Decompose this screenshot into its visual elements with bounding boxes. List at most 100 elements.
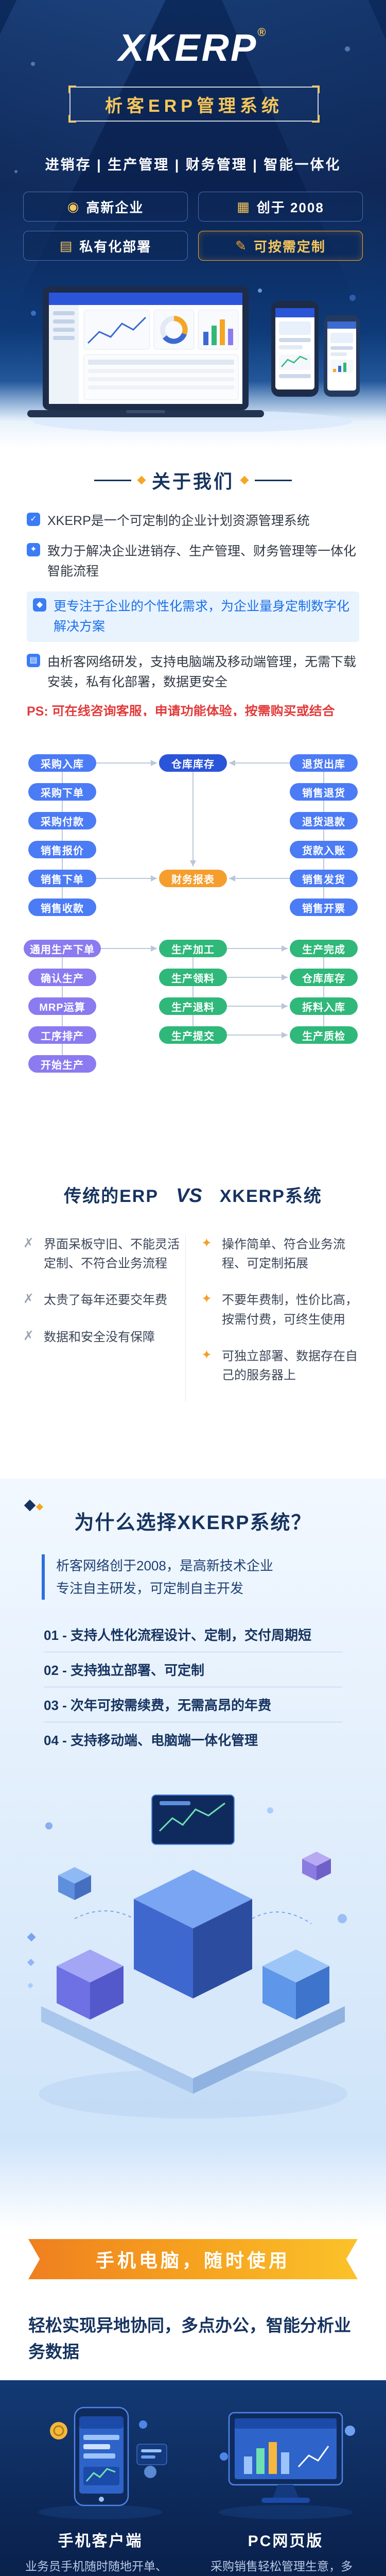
comparison-section: 传统的ERP VS XKERP系统 ✗ 界面呆板守旧、不能灵活定制、不符合业务流… (0, 1149, 386, 1479)
flow-node: 确认生产 (28, 969, 96, 986)
server-icon: ▤ (27, 653, 40, 667)
decor-line (255, 479, 292, 481)
flow-node: 生产完成 (290, 940, 358, 957)
brand-logo-text: XKERP (118, 26, 258, 69)
badge-label: 私有化部署 (79, 239, 152, 255)
vs-left-item: ✗ 数据和安全没有保障 (23, 1328, 185, 1347)
about-section-header: 关于我们 (27, 467, 359, 494)
badge-label: 可按需定制 (253, 239, 326, 255)
pc-web-card: PC网页版 采购销售轻松管理生意，多维报表分析业务数据 (201, 2395, 371, 2576)
why-item: 03 - 次年可按需续费，无需高昂的年费 (44, 1687, 342, 1723)
pc-web-desc: 采购销售轻松管理生意，多维报表分析业务数据 (210, 2560, 353, 2573)
vs-item-text: 界面呆板守旧、不能灵活定制、不符合业务流程 (44, 1238, 180, 1271)
flow-node: 货款入账 (290, 841, 358, 858)
diamond-icon (24, 1499, 36, 1512)
why-intro-line2: 专注自主研发，可定制自主开发 (56, 1581, 244, 1597)
registered-mark: ® (257, 26, 268, 39)
flow-node: 退货退款 (290, 812, 358, 829)
diamond-icon (36, 1503, 44, 1511)
about-item: ✦ 致力于解决企业进销存、生产管理、财务管理等一体化智能流程 (27, 541, 359, 582)
diamond-icon: ◆ (33, 598, 46, 612)
vs-left-item: ✗ 太贵了每年还要交年费 (23, 1291, 185, 1310)
comparison-title-right: XKERP系统 (219, 1187, 322, 1206)
ribbon-title: 手机电脑，随时使用 (95, 2250, 290, 2271)
hero-tagline: 进销存 | 生产管理 | 财务管理 | 智能一体化 (45, 157, 341, 173)
check-icon: ✓ (27, 513, 40, 526)
flow-node: 销售退货 (290, 783, 358, 801)
page-title: 析客ERP管理系统 (105, 96, 283, 116)
mobile-client-title: 手机客户端 (58, 2533, 143, 2550)
flow-node: 生产提交 (159, 1026, 227, 1044)
flow-node: MRP运算 (28, 997, 96, 1015)
cross-icon: ✗ (23, 1328, 34, 1343)
about-section: 关于我们 ✓ XKERP是一个可定制的企业计划资源管理系统 ✦ 致力于解决企业进… (0, 448, 386, 738)
about-item-text: XKERP是一个可定制的企业计划资源管理系统 (47, 514, 310, 528)
about-item-text: 更专注于企业的个性化需求，为企业量身定制数字化解决方案 (54, 599, 350, 634)
vs-item-text: 数据和安全没有保障 (44, 1330, 155, 1344)
flow-node: 通用生产下单 (24, 940, 101, 957)
comparison-columns: ✗ 界面呆板守旧、不能灵活定制、不符合业务流程 ✗ 太贵了每年还要交年费 ✗ 数… (23, 1235, 386, 1403)
flow-node: 退货出库 (290, 754, 358, 772)
ribbon-zone: 手机电脑，随时使用 (0, 2231, 386, 2293)
flow-node: 生产加工 (159, 940, 227, 957)
badge-label: 创于 2008 (256, 199, 324, 215)
flowchart-section: 采购入库 采购下单 采购付款 销售报价 销售下单 销售收款 仓库库存 财务报表 … (0, 716, 386, 1149)
client-cards: 手机客户端 业务员手机随时随地开单、轻松管理客户、销售情况一目了然 (0, 2395, 386, 2576)
clients-section: 手机客户端 业务员手机随时随地开单、轻松管理客户、销售情况一目了然 (0, 2380, 386, 2576)
badge-label: 高新企业 (86, 199, 144, 215)
corner-accent (312, 86, 320, 93)
flow-node: 销售发货 (290, 870, 358, 887)
devices-illustration (27, 286, 360, 433)
flow-node: 销售收款 (28, 899, 96, 916)
cross-icon: ✗ (23, 1236, 34, 1250)
flow-node: 财务报表 (159, 870, 227, 887)
decor-line (94, 479, 131, 481)
why-intro: 析客网络创于2008，是高新技术企业 专注自主研发，可定制自主开发 (42, 1554, 344, 1600)
vs-item-text: 不要年费制，性价比高，按需付费，可终生使用 (222, 1293, 358, 1327)
flow-node: 生产质检 (290, 1026, 358, 1044)
vs-right-item: ✦ 操作简单、符合业务流程、可定制拓展 (201, 1235, 363, 1273)
comparison-title: 传统的ERP VS XKERP系统 (0, 1182, 386, 1207)
flow-node: 生产退料 (159, 997, 227, 1015)
diamond-icon (240, 476, 249, 485)
flow-node: 仓库库存 (159, 754, 227, 772)
hero-title-box: 析客ERP管理系统 (68, 86, 320, 123)
pc-web-title: PC网页版 (248, 2533, 324, 2550)
flow-node: 采购付款 (28, 812, 96, 829)
vs-right-item: ✦ 不要年费制，性价比高，按需付费，可终生使用 (201, 1291, 363, 1329)
corner-accent (68, 86, 76, 93)
vs-item-text: 太贵了每年还要交年费 (44, 1293, 167, 1308)
pencil-icon: ✎ (235, 238, 247, 253)
badge-grid: ◉ 高新企业 ▦ 创于 2008 ▤ 私有化部署 ✎ 可按需定制 (23, 192, 363, 261)
badge-customizable: ✎ 可按需定制 (198, 231, 363, 261)
about-list: ✓ XKERP是一个可定制的企业计划资源管理系统 ✦ 致力于解决企业进销存、生产… (27, 511, 359, 692)
cross-icon: ✗ (23, 1292, 34, 1307)
why-item: 04 - 支持移动端、电脑端一体化管理 (44, 1733, 258, 1749)
bottom-subtitle: 轻松实现异地协同，多点办公，智能分析业务数据 (28, 2316, 351, 2362)
badge-founded: ▦ 创于 2008 (198, 192, 363, 222)
server-icon: ▤ (59, 238, 73, 253)
badge-private-deploy: ▤ 私有化部署 (23, 231, 188, 261)
brand-logo: XKERP® (0, 26, 386, 70)
vs-item-text: 可独立部署、数据存在自己的服务器上 (222, 1349, 358, 1382)
phone-illustration (39, 2406, 167, 2519)
why-list: 01 - 支持人性化流程设计、定制，交付周期短 02 - 支持独立部署、可定制 … (44, 1617, 342, 1757)
flow-node: 销售开票 (290, 899, 358, 916)
subtitle-zone: 轻松实现异地协同，多点办公，智能分析业务数据 (0, 2293, 386, 2380)
spark-icon: ✦ (201, 1347, 212, 1362)
monitor-illustration (219, 2412, 355, 2519)
vs-left-item: ✗ 界面呆板守旧、不能灵活定制、不符合业务流程 (23, 1235, 185, 1273)
flow-node: 销售下单 (28, 870, 96, 887)
isometric-illustration (27, 1794, 347, 2119)
about-item: ▤ 由析客网络研发，支持电脑端及移动端管理，无需下载安装，私有化部署，数据更安全 (27, 652, 359, 692)
spark-icon: ✦ (201, 1236, 212, 1250)
why-item: 02 - 支持独立部署、可定制 (44, 1652, 342, 1688)
medal-icon: ◉ (67, 199, 79, 214)
flow-node: 生产领料 (159, 969, 227, 986)
vs-right-item: ✦ 可独立部署、数据存在自己的服务器上 (201, 1347, 363, 1385)
why-title: 为什么选择XKERP系统？ (74, 1512, 312, 1534)
about-item-highlight: ◆ 更专注于企业的个性化需求，为企业量身定制数字化解决方案 (27, 591, 359, 642)
traditional-erp-column: ✗ 界面呆板守旧、不能灵活定制、不符合业务流程 ✗ 太贵了每年还要交年费 ✗ 数… (23, 1235, 185, 1402)
about-item-text: 由析客网络研发，支持电脑端及移动端管理，无需下载安装，私有化部署，数据更安全 (47, 654, 357, 689)
